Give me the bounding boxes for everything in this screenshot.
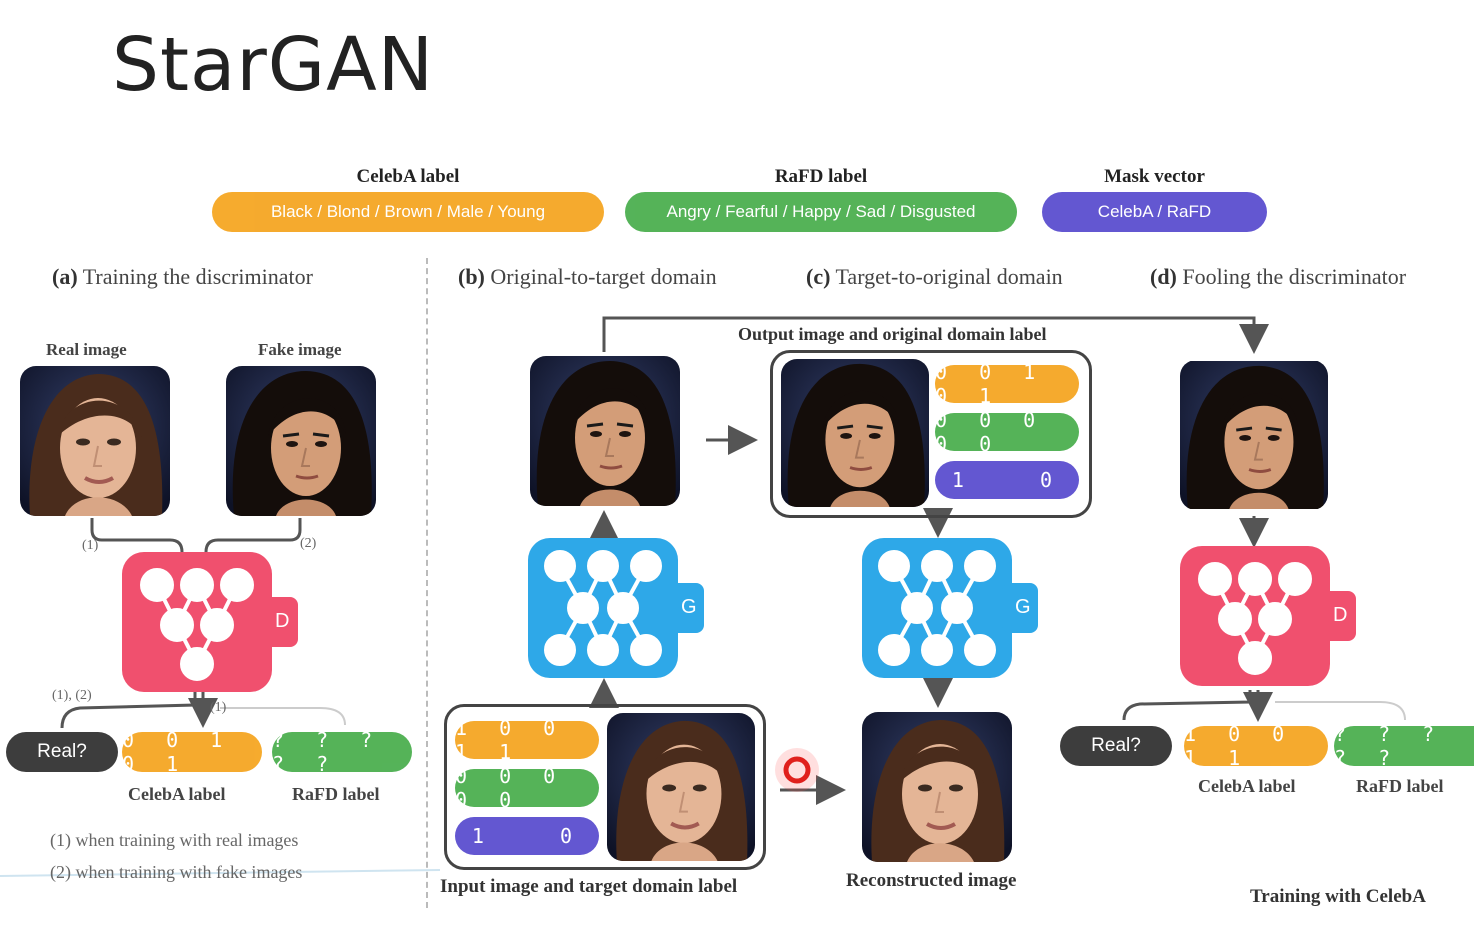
legend-rafd-pill: Angry / Fearful / Happy / Sad / Disguste… bbox=[625, 192, 1017, 232]
discriminator-network-a: D bbox=[122, 552, 302, 692]
real-question-pill-d: Real? bbox=[1060, 726, 1172, 766]
rafd-code-pill-d: ? ? ? ? ? bbox=[1334, 722, 1474, 770]
generator-network-b: G bbox=[528, 538, 708, 678]
input-box: 1 0 0 1 1 0 0 0 0 0 1 0 bbox=[444, 704, 766, 870]
input-celeba-code: 1 0 0 1 1 bbox=[455, 716, 599, 764]
training-footer: Training with CelebA bbox=[1250, 886, 1426, 907]
reconstructed-face-image bbox=[862, 712, 1012, 862]
note-real: (1) when training with real images bbox=[50, 830, 299, 850]
fake-image-label: Fake image bbox=[258, 340, 342, 359]
real-face-image bbox=[20, 366, 170, 516]
rafd-label-caption-a: RaFD label bbox=[292, 784, 380, 804]
input-rafd-code: 0 0 0 0 0 bbox=[455, 764, 599, 812]
celeba-code-pill-a: 0 0 1 0 1 bbox=[122, 728, 262, 776]
slide-title: StarGAN bbox=[112, 22, 435, 108]
generator-network-c: G bbox=[862, 538, 1042, 678]
panel-b-title: (b) Original-to-target domain bbox=[458, 264, 717, 289]
legend-celeba-pill: Black / Blond / Brown / Male / Young bbox=[212, 192, 604, 232]
discriminator-letter: D bbox=[275, 610, 290, 632]
edge-label-12: (1), (2) bbox=[52, 688, 92, 703]
celeba-label-caption-d: CelebA label bbox=[1198, 776, 1296, 796]
fake-face-image bbox=[226, 366, 376, 516]
edge-label-1: (1) bbox=[82, 538, 99, 553]
output-mask-code: 1 0 bbox=[935, 461, 1079, 499]
reconstructed-caption: Reconstructed image bbox=[846, 870, 1017, 891]
output-celeba-code: 0 0 1 0 1 bbox=[935, 360, 1079, 408]
discriminator-letter-d: D bbox=[1333, 604, 1348, 626]
generated-face-image bbox=[530, 356, 680, 506]
generator-letter-c: G bbox=[1015, 596, 1031, 618]
legend-mask-title: Mask vector bbox=[1104, 166, 1205, 187]
output-face-image bbox=[781, 359, 929, 507]
real-image-label: Real image bbox=[46, 340, 127, 359]
edge-label-1b: (1) bbox=[210, 700, 227, 715]
celeba-code-pill-d: 1 0 0 1 1 bbox=[1184, 722, 1328, 770]
input-caption: Input image and target domain label bbox=[440, 876, 738, 897]
legend-celeba-title: CelebA label bbox=[356, 166, 460, 187]
celeba-label-caption-a: CelebA label bbox=[128, 784, 226, 804]
note-fake: (2) when training with fake images bbox=[50, 862, 303, 882]
discriminator-network-d: D bbox=[1180, 546, 1360, 686]
panel-divider bbox=[426, 258, 428, 908]
rafd-label-caption-d: RaFD label bbox=[1356, 776, 1444, 796]
rafd-code-pill-a: ? ? ? ? ? bbox=[272, 728, 412, 776]
fooling-face-image bbox=[1180, 360, 1328, 510]
output-box: 0 0 1 0 1 0 0 0 0 0 1 0 bbox=[770, 350, 1092, 518]
output-rafd-code: 0 0 0 0 0 bbox=[935, 408, 1079, 456]
panel-a-title: (a) Training the discriminator bbox=[52, 264, 313, 289]
edge-label-2: (2) bbox=[300, 536, 317, 551]
output-caption: Output image and original domain label bbox=[738, 324, 1047, 344]
legend-rafd-title: RaFD label bbox=[774, 166, 868, 187]
input-face-image bbox=[607, 713, 755, 861]
generator-letter-b: G bbox=[681, 596, 697, 618]
panel-c-title: (c) Target-to-original domain bbox=[806, 264, 1063, 289]
real-question-pill-a: Real? bbox=[6, 732, 118, 772]
panel-d-title: (d) Fooling the discriminator bbox=[1150, 264, 1407, 289]
legend-mask-pill: CelebA / RaFD bbox=[1042, 192, 1267, 232]
input-mask-code: 1 0 bbox=[455, 817, 599, 855]
